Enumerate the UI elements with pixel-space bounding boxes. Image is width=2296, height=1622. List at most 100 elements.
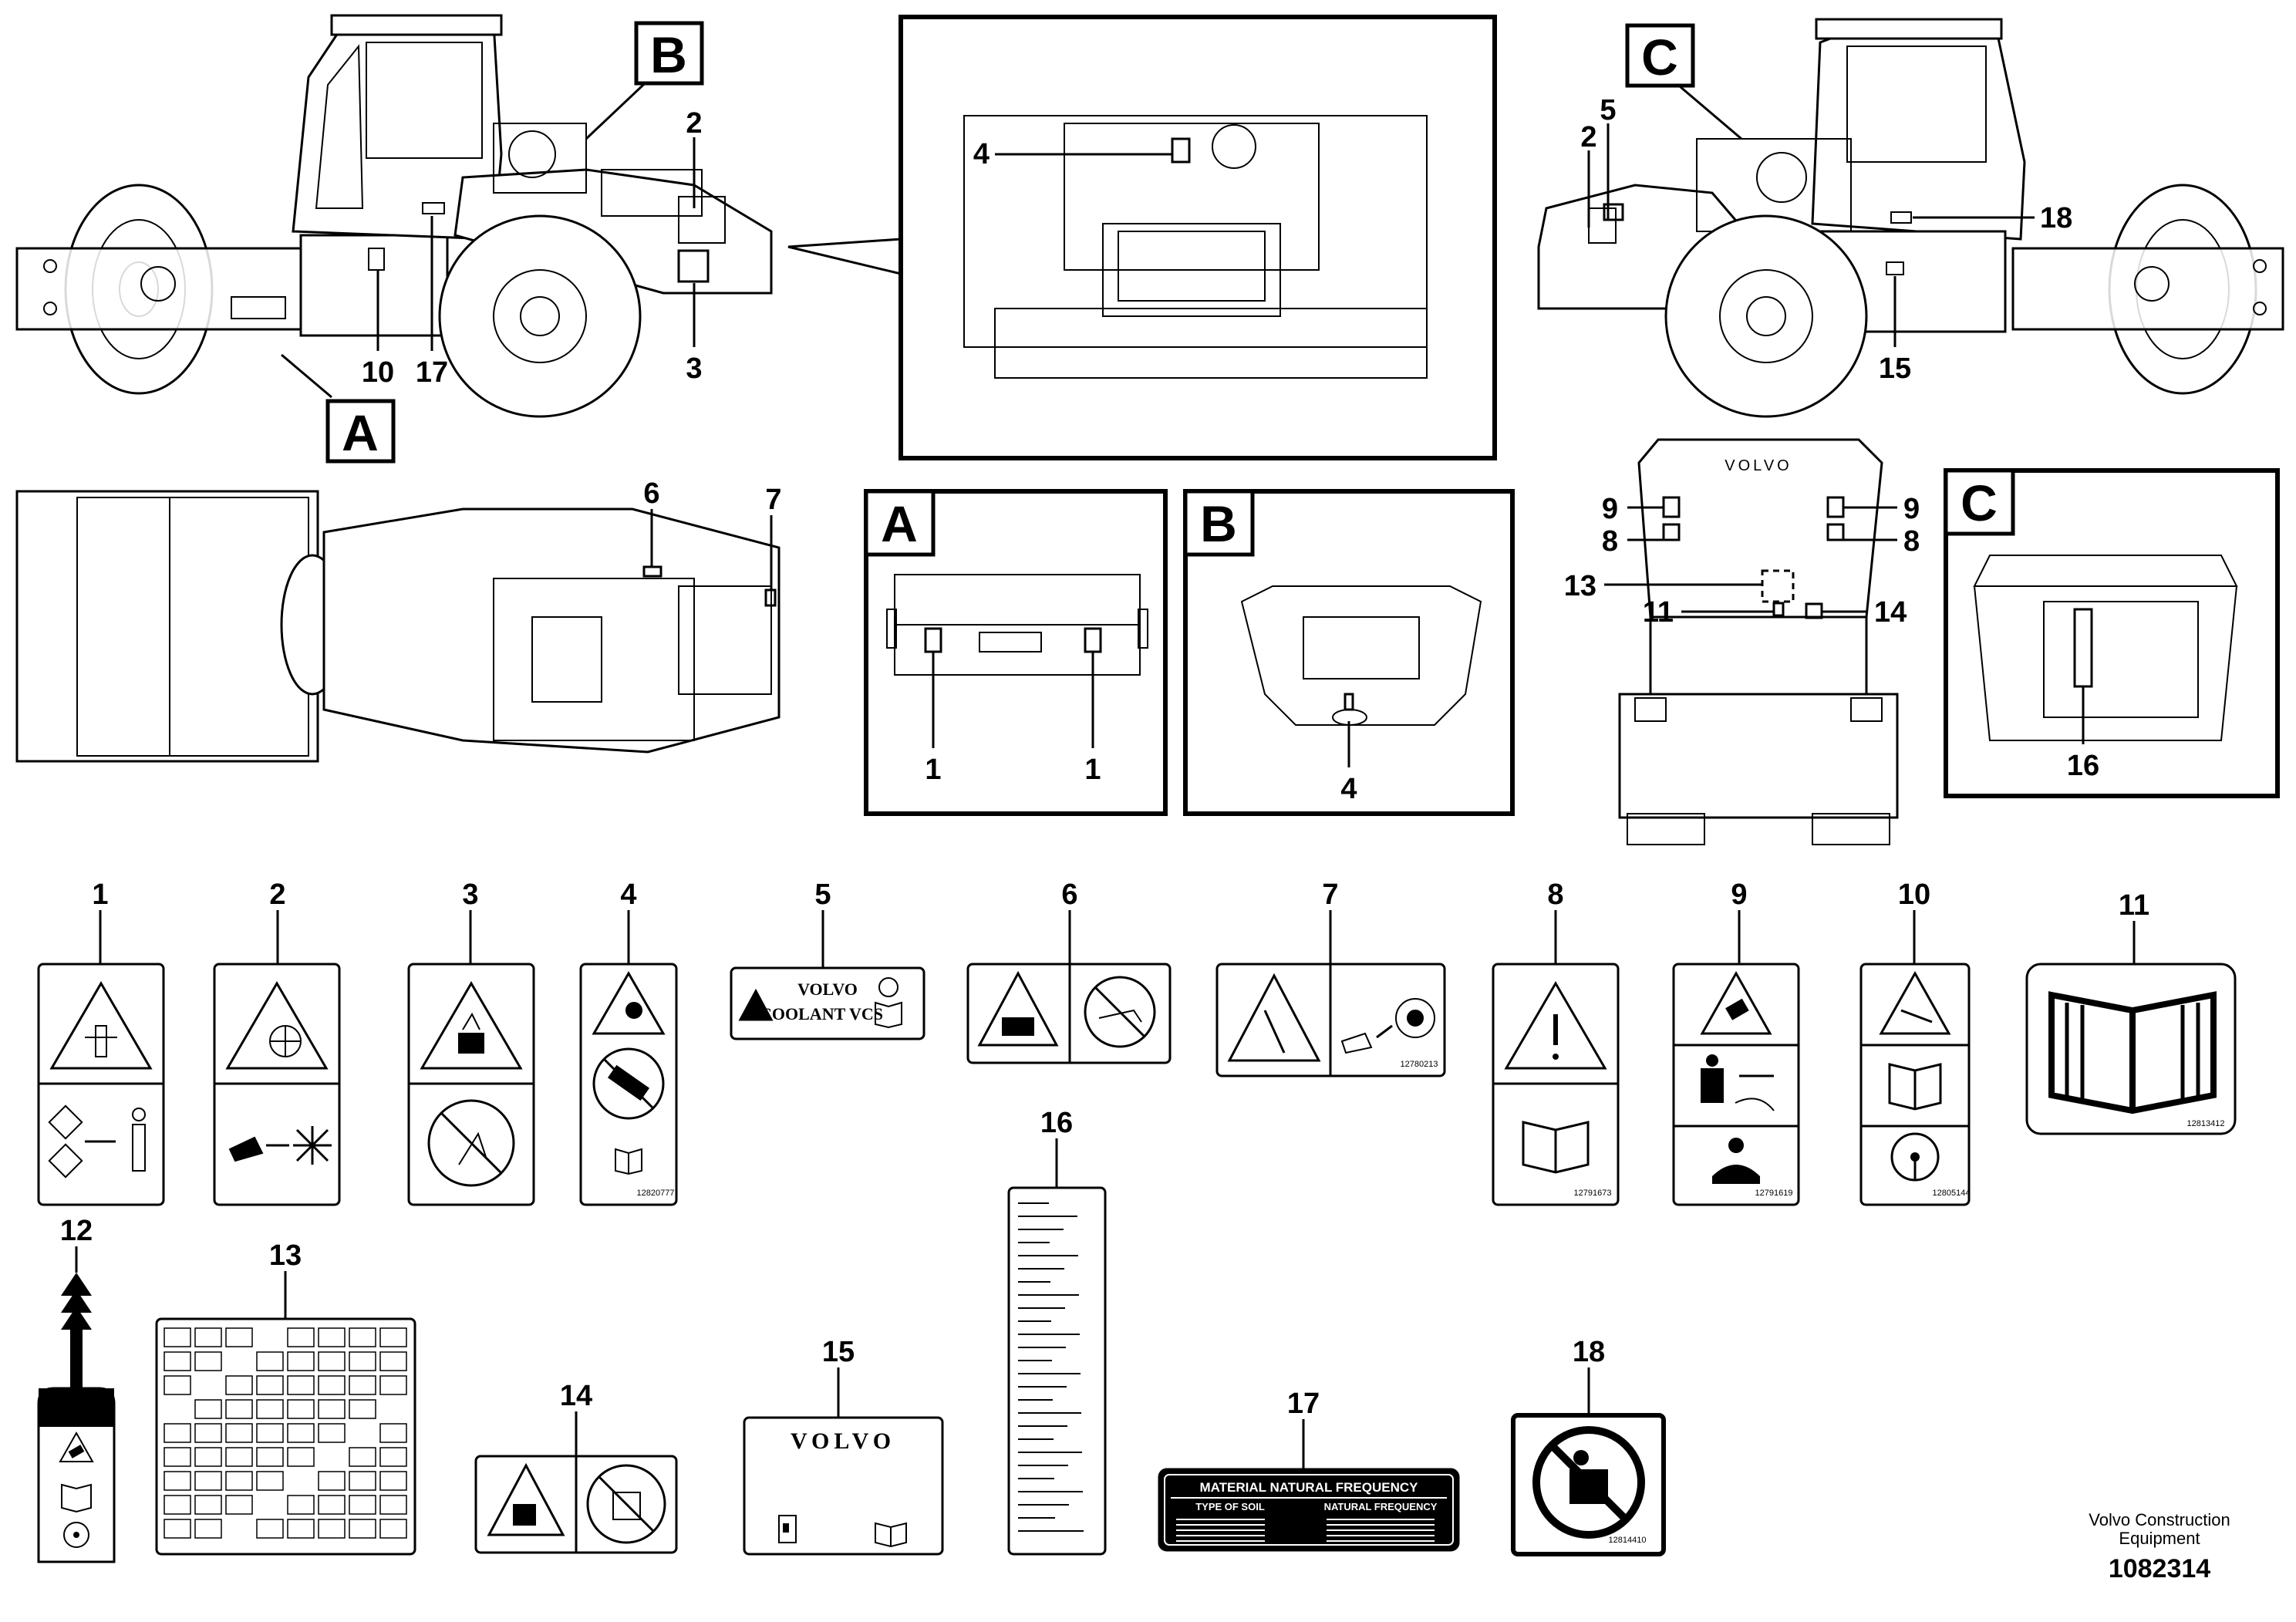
decal-8-number: 8	[1547, 878, 1563, 911]
callout-c-16: 16	[2067, 750, 2099, 782]
callout-engine-4: 4	[973, 138, 990, 170]
symbol-cell	[194, 1495, 222, 1515]
decal-17-col2: NATURAL FREQUENCY	[1324, 1501, 1438, 1512]
front-view: VOLVO 9 9 8 8 13 11 14	[1564, 438, 1920, 845]
hand-roller-icon	[1340, 998, 1435, 1054]
engine-detail-view: 4	[787, 15, 1497, 460]
decal-9-number: 9	[1731, 878, 1747, 911]
callout-front-9-right: 9	[1903, 493, 1920, 525]
crush-hazard-icon	[49, 981, 153, 1070]
callout-top-7: 7	[765, 484, 781, 516]
decal-15: 15 VOLVO	[743, 1336, 944, 1556]
symbol-cell	[318, 1327, 346, 1347]
detail-a: 1 1 A	[864, 489, 1168, 816]
decal-18: 18 12814410	[1511, 1336, 1666, 1556]
callout-right-15: 15	[1879, 352, 1911, 385]
decal-3-number: 3	[462, 878, 478, 911]
symbol-cell	[256, 1471, 284, 1491]
decal-6: 6	[966, 878, 1172, 1064]
decal-16: 16	[1007, 1107, 1107, 1556]
decal-10-number: 10	[1898, 878, 1930, 911]
symbol-cell	[194, 1519, 222, 1539]
decal-7-number: 7	[1322, 878, 1338, 911]
symbol-cell	[287, 1519, 315, 1539]
symbol-cell	[164, 1471, 191, 1491]
symbol-cell	[225, 1399, 253, 1419]
callout-front-11: 11	[1643, 596, 1674, 629]
symbol-cell	[349, 1519, 376, 1539]
callout-left-3: 3	[686, 352, 702, 385]
symbol-cell	[287, 1375, 315, 1395]
symbol-cell	[349, 1399, 376, 1419]
symbol-cell	[164, 1447, 191, 1467]
manual-icon	[1522, 1121, 1590, 1174]
decal-8: 8 12791673	[1492, 878, 1620, 1206]
symbol-cell	[379, 1423, 407, 1443]
no-spray-icon	[1084, 976, 1156, 1048]
callout-front-8-right: 8	[1903, 525, 1920, 558]
callout-left-2: 2	[686, 107, 702, 140]
decal-5-line: COOLANT VCS	[760, 1004, 883, 1023]
decal-16-number: 16	[1040, 1107, 1073, 1139]
symbol-cell	[164, 1351, 191, 1371]
frequency-table	[1176, 1519, 1435, 1542]
symbol-cell	[379, 1447, 407, 1467]
decal-9-code: 12791619	[1755, 1189, 1793, 1198]
symbol-cell	[164, 1327, 191, 1347]
view-label-b: B	[650, 26, 687, 83]
decal-1-number: 1	[92, 878, 108, 911]
symbol-cell	[318, 1423, 346, 1443]
decal-13-number: 13	[269, 1239, 302, 1272]
steering-icon	[63, 1522, 89, 1548]
overhead-hazard-icon	[487, 1462, 565, 1536]
decal-17-number: 17	[1287, 1388, 1320, 1420]
view-label-a: A	[342, 404, 379, 461]
symbol-cell	[225, 1375, 253, 1395]
decal-5: 5 VOLVO COOLANT VCS	[730, 878, 925, 1040]
symbol-cell	[318, 1519, 346, 1539]
decal-5-brand: VOLVO	[797, 980, 858, 999]
callout-left-10: 10	[362, 356, 394, 389]
pressure-hazard-icon	[977, 970, 1059, 1047]
symbol-cell	[318, 1375, 346, 1395]
rollover-icon	[1700, 970, 1772, 1035]
symbol-cell	[256, 1375, 284, 1395]
manual-icon	[875, 1522, 907, 1548]
control-symbols-icon	[164, 1327, 407, 1539]
view-label-b-detail: B	[1200, 495, 1237, 552]
symbol-cell	[225, 1423, 253, 1443]
no-fire-icon	[427, 1099, 515, 1187]
decal-1: 1	[37, 878, 165, 1206]
symbol-cell	[194, 1471, 222, 1491]
symbol-cell	[349, 1375, 376, 1395]
symbol-cell	[194, 1447, 222, 1467]
symbol-cell	[256, 1423, 284, 1443]
decal-10-code: 12805144	[1933, 1189, 1971, 1198]
symbol-cell	[194, 1423, 222, 1443]
decal-17: 17 MATERIAL NATURAL FREQUENCY TYPE OF SO…	[1158, 1388, 1460, 1552]
callout-front-13: 13	[1564, 570, 1596, 602]
symbol-cell	[287, 1327, 315, 1347]
callout-front-8-left: 8	[1602, 525, 1618, 558]
symbol-cell	[318, 1399, 346, 1419]
symbol-cell	[194, 1351, 222, 1371]
symbol-cell	[349, 1447, 376, 1467]
symbol-cell	[256, 1519, 284, 1539]
rollover-icon	[59, 1431, 94, 1462]
decal-4-number: 4	[620, 878, 636, 911]
decal-9: 9 12791619	[1672, 878, 1800, 1206]
symbol-cell	[256, 1351, 284, 1371]
decal-12: 12	[37, 1215, 116, 1563]
view-label-a-detail: A	[881, 495, 918, 552]
view-label-c-detail: C	[1961, 474, 1998, 531]
no-rider-icon	[586, 1464, 666, 1544]
decal-17-title: MATERIAL NATURAL FREQUENCY	[1199, 1480, 1418, 1495]
callout-front-14: 14	[1874, 596, 1907, 629]
manual-icon	[1888, 1063, 1942, 1111]
decal-11-code: 12813412	[2187, 1119, 2225, 1128]
company-line-1: Volvo Construction	[2089, 1510, 2230, 1529]
decal-10: 10 12805144	[1859, 878, 1971, 1206]
drawing-number: 1082314	[2109, 1554, 2210, 1583]
entanglement-icon	[1227, 973, 1321, 1062]
